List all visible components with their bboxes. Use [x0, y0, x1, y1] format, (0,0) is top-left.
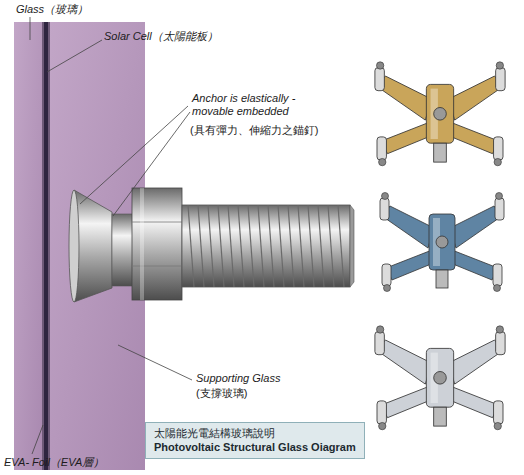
spider-fitting-blue: [380, 193, 504, 292]
part-label: Solar Cell（太陽能板）: [104, 30, 218, 43]
supporting-glass: [50, 22, 145, 470]
part-label: (支撐玻璃): [196, 387, 247, 400]
part-label: Glass（玻璃）: [16, 3, 88, 16]
spider-fitting-silver: [375, 326, 505, 430]
caption-text: Photovoltaic Structural Glass Oiagram: [154, 440, 356, 454]
part-label: (具有彈力、伸縮力之錨釘): [190, 124, 318, 137]
eva-foil: [42, 22, 44, 470]
anchor-bolt: [69, 188, 354, 302]
part-label: Anchor is elastically - movable embedded: [192, 92, 310, 118]
caption-text: 太陽能光電結構玻璃說明: [154, 426, 356, 440]
outer-glass: [14, 22, 42, 470]
part-label: Supporting Glass: [196, 372, 280, 385]
spider-fitting-gold: [375, 62, 505, 166]
caption-box: 太陽能光電結構玻璃說明Photovoltaic Structural Glass…: [145, 422, 365, 459]
part-label: EVA- Foil（EVA層）: [4, 456, 104, 469]
leader-lines: [30, 17, 192, 454]
eva-foil: [48, 22, 50, 470]
solar-cell: [44, 22, 48, 470]
